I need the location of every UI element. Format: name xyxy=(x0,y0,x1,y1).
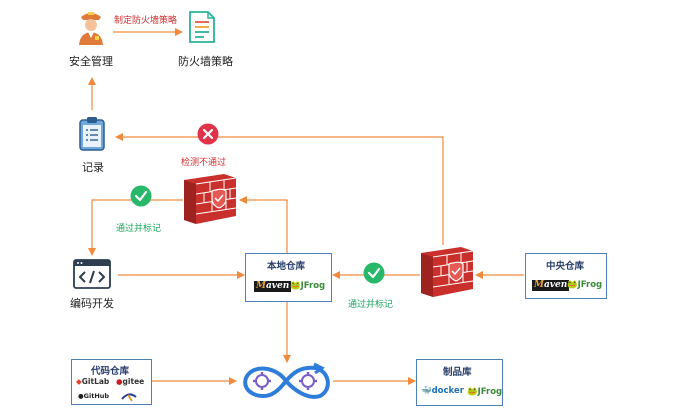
local-repo-title: 本地仓库 xyxy=(267,261,306,272)
devops-pipeline-icon xyxy=(243,362,330,399)
artifact-repo-title: 制品库 xyxy=(443,367,472,378)
svn-tortoise-icon xyxy=(121,393,137,402)
github-logo: ●GitHub xyxy=(78,392,110,400)
local-repo-box: 本地仓库 Maven 🐸JFrog xyxy=(245,253,332,302)
gitlab-logo: ◆GitLab xyxy=(76,377,110,386)
gitee-logo: ●gitee xyxy=(116,377,145,386)
pass-check-icon-right xyxy=(363,262,385,284)
policy-document-icon xyxy=(189,11,215,43)
edge-label-passed-right: 通过并标记 xyxy=(348,300,394,310)
fail-x-icon xyxy=(197,123,219,145)
node-record: 记录 xyxy=(82,161,104,174)
edge-local-to-firewall xyxy=(239,196,288,253)
jfrog-logo-central: 🐸JFrog xyxy=(567,280,603,290)
pass-check-icon-left xyxy=(130,185,152,207)
edge-label-check-failed: 检测不通过 xyxy=(181,158,227,168)
jfrog-logo-artifact: 🐸JFrog xyxy=(467,387,503,397)
code-repo-box: 代码仓库 ◆GitLab ●gitee ●GitHub xyxy=(71,359,152,405)
maven-logo-central: Maven xyxy=(532,280,570,291)
jfrog-logo: 🐸JFrog xyxy=(290,281,326,291)
code-repo-title: 代码仓库 xyxy=(91,366,130,377)
firewall-left-icon xyxy=(184,174,237,224)
edge-label-passed-left: 通过并标记 xyxy=(116,224,162,234)
edge-label-set-policy: 制定防火墙策略 xyxy=(114,16,178,26)
central-repo-box: 中央仓库 Maven 🐸JFrog xyxy=(525,253,607,299)
edge-firewall-to-record xyxy=(115,133,444,245)
edge-firewall-to-coding xyxy=(88,199,183,256)
node-security-mgmt: 安全管理 xyxy=(69,55,113,68)
maven-logo: Maven xyxy=(254,281,292,292)
node-coding: 编码开发 xyxy=(70,297,114,310)
security-officer-icon xyxy=(79,12,103,45)
artifact-repo-box: 制品库 🐳docker 🐸JFrog xyxy=(416,359,503,406)
code-editor-icon xyxy=(73,259,111,289)
central-repo-title: 中央仓库 xyxy=(546,261,585,272)
docker-logo: 🐳docker xyxy=(421,386,464,396)
firewall-right-icon xyxy=(421,247,474,297)
node-firewall-policy: 防火墙策略 xyxy=(178,55,233,68)
clipboard-icon xyxy=(79,117,105,151)
